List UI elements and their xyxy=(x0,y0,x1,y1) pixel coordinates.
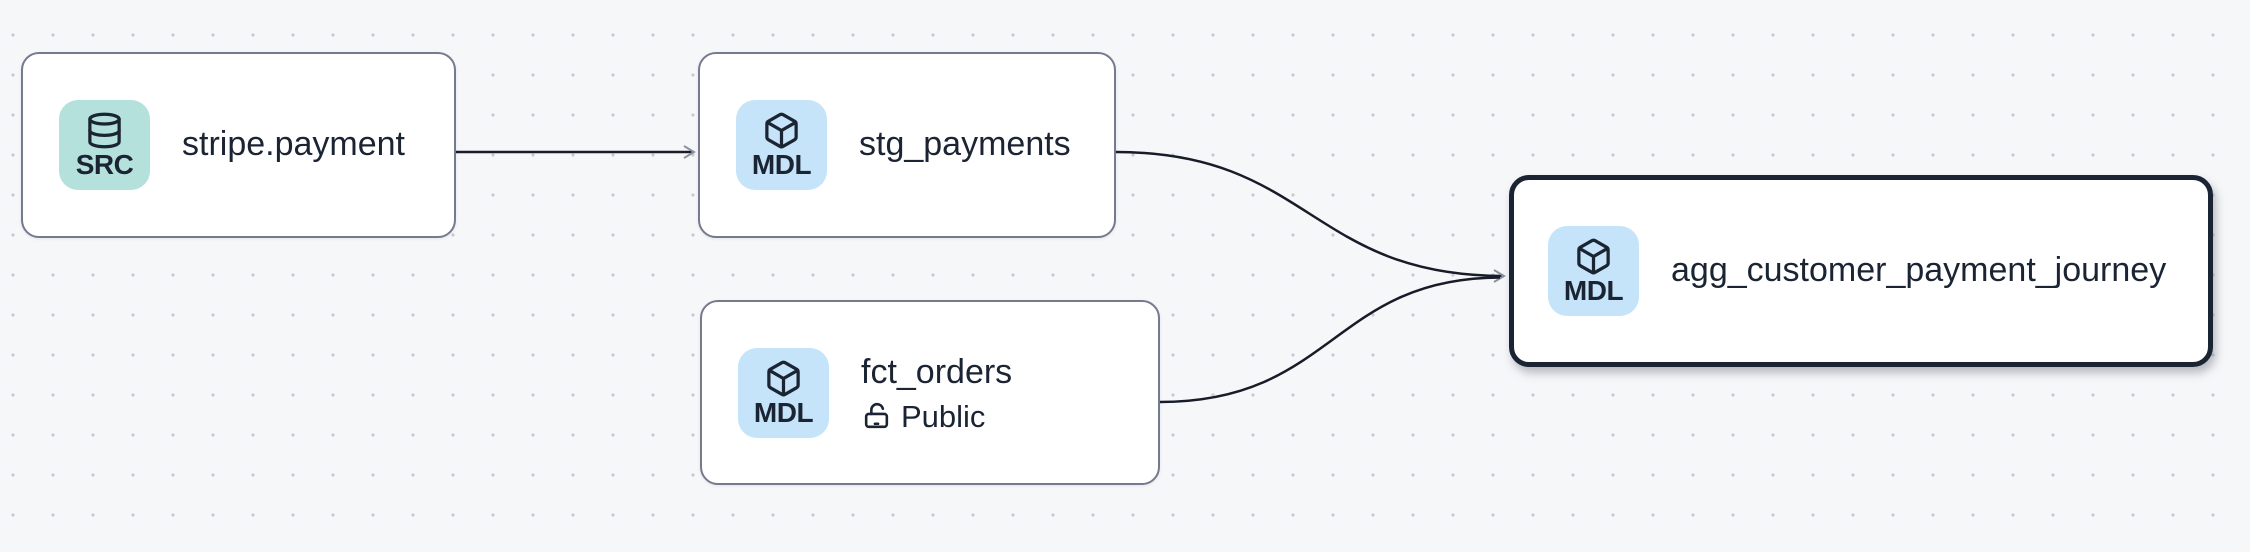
access-label: Public xyxy=(901,399,986,435)
model-type-badge: MDL xyxy=(1548,226,1639,316)
node-title: stripe.payment xyxy=(182,125,405,164)
node-title: stg_payments xyxy=(859,125,1071,164)
badge-label: SRC xyxy=(75,149,134,180)
node-stripe-payment[interactable]: SRC stripe.payment xyxy=(21,52,456,238)
badge-label: MDL xyxy=(753,396,814,428)
database-icon xyxy=(88,112,121,149)
node-fct-orders[interactable]: MDL fct_orders Public xyxy=(700,300,1160,485)
node-agg-customer-payment-journey[interactable]: MDL agg_customer_payment_journey xyxy=(1509,175,2213,367)
node-title: agg_customer_payment_journey xyxy=(1671,251,2167,290)
access-row: Public xyxy=(861,401,1012,432)
box-icon xyxy=(765,112,798,149)
node-stg-payments[interactable]: MDL stg_payments xyxy=(698,52,1116,238)
model-type-badge: MDL xyxy=(738,347,829,438)
edge-stg-payments-to-agg-customer-payment-journey[interactable] xyxy=(1115,150,1506,283)
box-icon xyxy=(1577,238,1610,275)
node-title: fct_orders xyxy=(861,352,1013,391)
source-type-badge: SRC xyxy=(59,100,150,190)
model-type-badge: MDL xyxy=(736,100,827,190)
box-icon xyxy=(767,360,800,397)
edge-fct-orders-to-agg-customer-payment-journey[interactable] xyxy=(1159,276,1501,404)
unlock-icon xyxy=(864,402,889,429)
badge-label: MDL xyxy=(1563,275,1624,306)
badge-label: MDL xyxy=(751,149,812,180)
